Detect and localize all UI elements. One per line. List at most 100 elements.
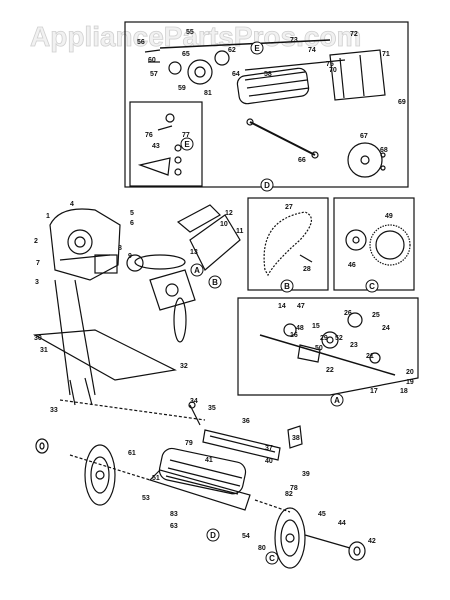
part-label: 11 [236, 228, 244, 235]
callout-letter: E [254, 44, 260, 53]
chain-27 [263, 211, 312, 277]
detail-c-frame [333, 197, 415, 291]
part-label: 69 [398, 99, 406, 106]
right-wheel [274, 507, 306, 569]
callout-letter: D [210, 531, 216, 540]
part-label: 26 [344, 310, 352, 317]
part-label: 9 [128, 253, 132, 260]
detail-callout-letters: E E D A B B C A D C [184, 44, 375, 563]
part-label: 56 [137, 39, 145, 46]
part-label: 76 [145, 132, 153, 139]
part-label: 5 [130, 210, 134, 217]
part-label: 64 [232, 71, 240, 78]
part-label: 13 [190, 249, 198, 256]
part-label: 63 [170, 523, 178, 530]
part-label: 66 [298, 157, 306, 164]
part-label: 74 [308, 47, 316, 54]
reel-cylinder-bottom [158, 447, 247, 495]
part-label: 14 [278, 303, 286, 310]
part-label: 51 [152, 475, 160, 482]
part-label: 25 [372, 312, 380, 319]
callout-e-inner [180, 137, 194, 151]
part-label: 28 [303, 266, 311, 273]
part-label: 49 [385, 213, 393, 220]
part-label: 10 [220, 221, 228, 228]
detail-c-panel [333, 197, 415, 291]
callout-c-bottom [265, 551, 279, 565]
part-label: 67 [360, 133, 368, 140]
part-label: 54 [242, 533, 250, 540]
part-label: 33 [50, 407, 58, 414]
deck-plate [33, 329, 177, 406]
callout-letter: A [194, 266, 200, 275]
lower-reel-assembly [35, 399, 366, 569]
part-label: 53 [142, 495, 150, 502]
reel-cylinder-top [236, 67, 310, 105]
callout-a-box [330, 393, 344, 407]
part-label: 3 [35, 279, 39, 286]
part-label: 57 [150, 71, 158, 78]
detail-e-frame [129, 101, 203, 187]
part-label: 55 [186, 29, 194, 36]
tire-49 [369, 224, 411, 266]
left-wheel [84, 444, 116, 506]
detail-d-panel [124, 21, 409, 188]
part-label: 46 [348, 262, 356, 269]
part-label: 31 [40, 347, 48, 354]
part-label: 83 [170, 511, 178, 518]
callout-a-engine [190, 263, 204, 277]
part-label: 4 [70, 201, 74, 208]
part-label: 39 [302, 471, 310, 478]
part-label: 23 [350, 342, 358, 349]
part-label: 48 [296, 325, 304, 332]
part-label: 8 [118, 245, 122, 252]
part-label: 32 [180, 363, 188, 370]
part-label: 44 [338, 520, 346, 527]
part-label: 2 [34, 238, 38, 245]
callout-d-top [260, 178, 274, 192]
part-label: 29 [320, 335, 328, 342]
callout-e-top [250, 41, 264, 55]
part-label: 38 [292, 435, 300, 442]
callout-d-bottom [206, 528, 220, 542]
watermark-text: AppliancePartsPros.com [30, 21, 361, 52]
part-label: 47 [297, 303, 305, 310]
part-label: 12 [225, 210, 233, 217]
part-label: 18 [400, 388, 408, 395]
part-label: 36 [242, 418, 250, 425]
detail-b-panel [247, 197, 329, 291]
part-label: 21 [366, 353, 374, 360]
part-label: 72 [350, 31, 358, 38]
callout-letter: C [369, 282, 375, 291]
detail-a-panel [237, 297, 419, 396]
part-label: 20 [406, 369, 414, 376]
part-label: 52 [335, 335, 343, 342]
part-label: 16 [290, 332, 298, 339]
part-label: 40 [265, 458, 273, 465]
detail-a-frame [237, 297, 419, 396]
part-label: 24 [382, 325, 390, 332]
callout-b-box [280, 279, 294, 293]
part-label: 61 [128, 450, 136, 457]
callout-b-engine [208, 275, 222, 289]
part-label: 43 [152, 143, 160, 150]
part-label: 1 [46, 213, 50, 220]
engine-assembly [49, 204, 241, 396]
part-label: 70 [329, 67, 337, 74]
part-label: 37 [265, 445, 273, 452]
callout-letter: B [284, 282, 290, 291]
part-label: 60 [148, 57, 156, 64]
part-label: 59 [178, 85, 186, 92]
callout-letter: C [269, 554, 275, 563]
part-label: 62 [228, 47, 236, 54]
part-label: 81 [204, 90, 212, 97]
part-label: 7 [36, 260, 40, 267]
part-label: 19 [406, 379, 414, 386]
callout-c-box [365, 279, 379, 293]
part-label: 15 [312, 323, 320, 330]
part-label: 68 [380, 147, 388, 154]
disc-67 [347, 142, 383, 178]
part-label: 35 [208, 405, 216, 412]
detail-b-frame [247, 197, 329, 291]
